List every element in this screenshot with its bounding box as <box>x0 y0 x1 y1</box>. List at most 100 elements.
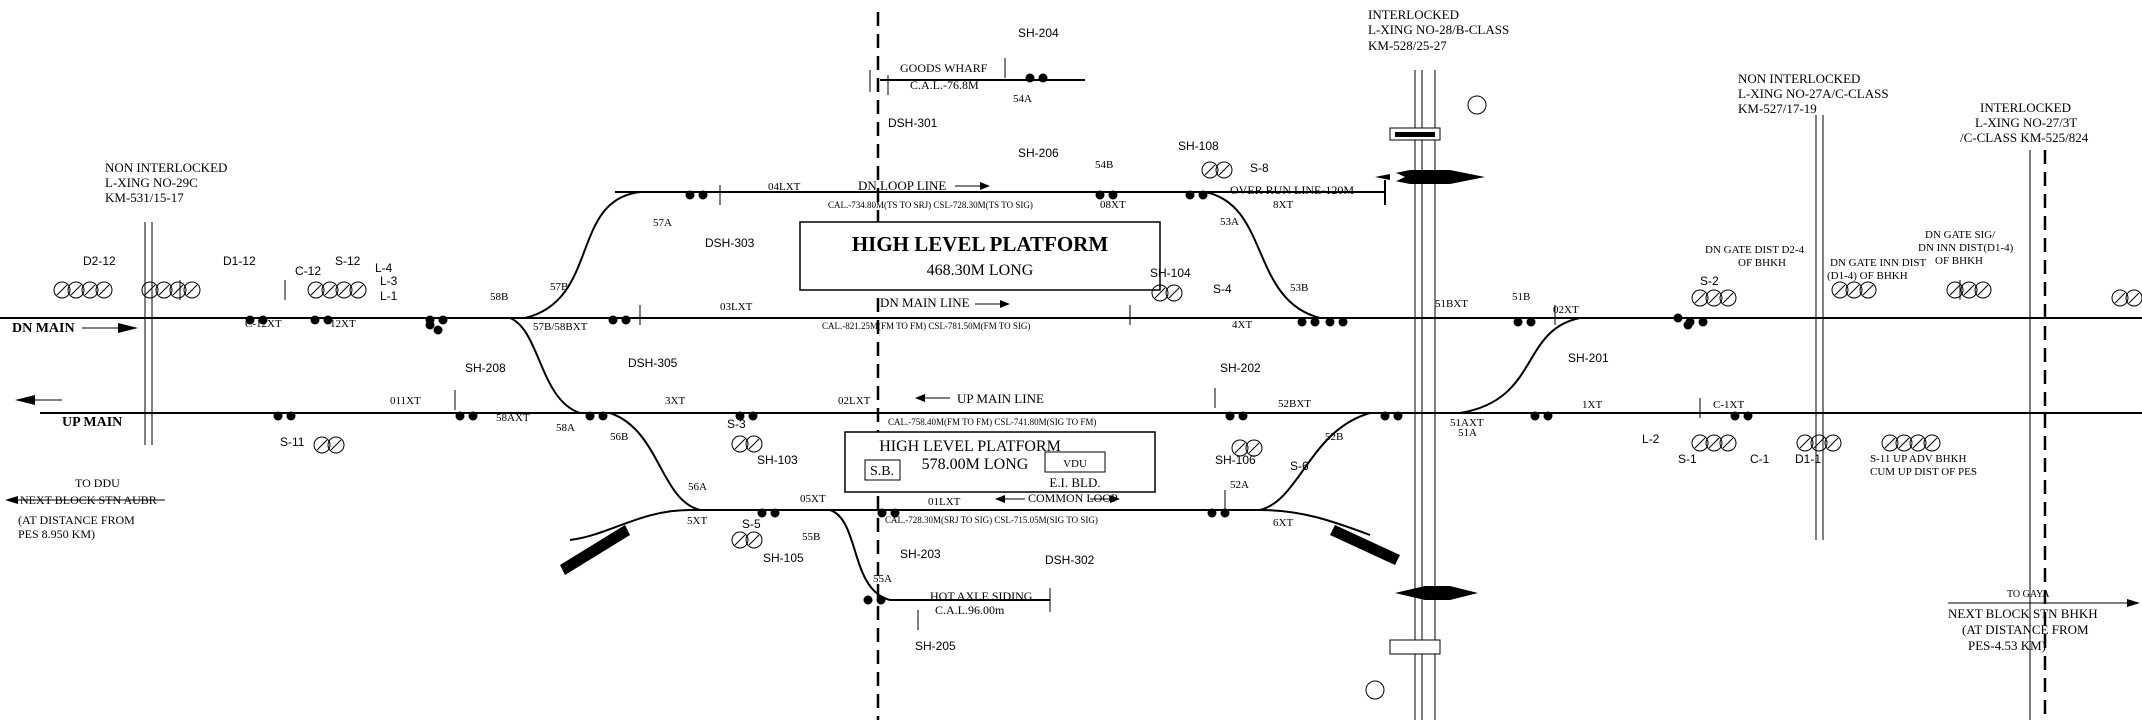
dn-main-line-label: DN MAIN LINE <box>880 295 970 310</box>
track-circuit-dot <box>273 411 283 421</box>
signal-label-sh-208: SH-208 <box>465 361 506 375</box>
track-circuit-dot <box>585 411 595 421</box>
track-circuit-dot <box>598 411 608 421</box>
signal-aspect-3-0 <box>1691 289 1709 307</box>
track-circuit-dot <box>323 315 333 325</box>
point-label-56a: 56A <box>688 481 707 493</box>
xing-left-l1: NON INTERLOCKED <box>105 160 227 175</box>
signal-aspect-2-3 <box>349 281 367 299</box>
signal-label-sh-206: SH-206 <box>1018 146 1059 160</box>
goods-wharf-label: GOODS WHARF <box>900 61 988 75</box>
signal-aspect-bar-4-2 <box>1862 284 1874 296</box>
xt-label-02lxt: 02LXT <box>838 395 871 407</box>
signal-aspect-14-0 <box>1691 434 1709 452</box>
signal-aspect-2-2 <box>335 281 353 299</box>
xing-top-l1: INTERLOCKED <box>1368 7 1459 22</box>
track-circuit-dot <box>1207 508 1217 518</box>
signal-aspect-10-1 <box>1245 439 1263 457</box>
signal-label-sh-106: SH-106 <box>1215 453 1256 467</box>
signal-aspect-bar-15-1 <box>1898 437 1910 449</box>
signal-label-sh-205: SH-205 <box>915 639 956 653</box>
crossover-57b <box>524 191 641 319</box>
signal-aspect-bar-1-2 <box>172 284 184 296</box>
signal-aspect-bar-11-0 <box>1154 287 1166 299</box>
signal-aspect-bar-13-2 <box>1827 437 1839 449</box>
signal-label-s-12: S-12 <box>335 254 361 268</box>
signal-label-sh-204: SH-204 <box>1018 26 1059 40</box>
dn-loop-measure: CAL.-734.80M(TS TO SRJ) CSL-728.30M(TS T… <box>828 200 1033 210</box>
signal-label-c-1: C-1 <box>1750 452 1770 466</box>
up-main-label: UP MAIN <box>62 415 122 430</box>
points: 57A57B58B57B/58BXT58A58AXT56A56B55A55B54… <box>490 93 1530 585</box>
right-nav-arrow-head <box>2127 599 2140 607</box>
signal-aspect-8-1 <box>745 435 763 453</box>
track-circuit-dot <box>863 595 873 605</box>
track-circuit-dot <box>1108 190 1118 200</box>
signal-label-s-4: S-4 <box>1213 282 1232 296</box>
signal-aspect-bar-14-0 <box>1694 437 1706 449</box>
boom-top <box>1375 170 1485 184</box>
signal-aspect-3-1 <box>1705 289 1723 307</box>
xing-r2-l1: INTERLOCKED <box>1980 100 2071 115</box>
signal-label-s-6: S-6 <box>1290 459 1309 473</box>
ei-label: E.I. BLD. <box>1049 475 1100 490</box>
track-circuit-dot <box>438 315 448 325</box>
signal-label-l-3: L-3 <box>380 274 398 288</box>
point-label-53b: 53B <box>1290 282 1308 294</box>
signal-label-d1-1: D1-1 <box>1795 452 1821 466</box>
signal-aspect-bar-3-2 <box>1722 292 1734 304</box>
track-circuit-dot <box>1220 508 1230 518</box>
right-nav-l1: TO GAYA <box>2007 589 2050 600</box>
track-circuit-dot <box>455 411 465 421</box>
xing-left-l2: L-XING NO-29C <box>105 175 198 190</box>
signal-label-s-11: S-11 <box>280 435 305 449</box>
common-loop-measure: CAL.-728.30M(SRJ TO SIG) CSL-715.05M(SIG… <box>885 515 1098 525</box>
signal-aspect-bar-15-2 <box>1912 437 1924 449</box>
point-label-52b: 52B <box>1325 431 1343 443</box>
note-of-bhkh2: OF BHKH <box>1935 255 1983 267</box>
signal-aspect-bar-15-0 <box>1884 437 1896 449</box>
track-circuit-dot <box>433 325 443 335</box>
signal-label-sh-201: SH-201 <box>1568 351 1609 365</box>
signal-aspect-3-2 <box>1719 289 1737 307</box>
signal-aspect-bar-3-1 <box>1708 292 1720 304</box>
xt-label-02xt: 02XT <box>1553 304 1579 316</box>
signal-label-c-12: C-12 <box>295 264 321 278</box>
xt-label-08xt: 08XT <box>1100 199 1126 211</box>
signal-aspect-4-0 <box>1831 281 1849 299</box>
xing-r1-l3: KM-527/17-19 <box>1738 101 1817 116</box>
signal-aspect-9-0 <box>731 531 749 549</box>
note-d1-4: (D1-4) OF BHKH <box>1827 270 1908 282</box>
point-label-54b: 54B <box>1095 159 1113 171</box>
signal-aspect-bar-2-1 <box>324 284 336 296</box>
point-label-52a: 52A <box>1230 479 1249 491</box>
point-label-58axt: 58AXT <box>496 412 530 424</box>
signal-label-dsh-305: DSH-305 <box>628 356 678 370</box>
boom-bottom <box>1395 586 1478 600</box>
crossover-56b <box>609 412 701 511</box>
track-circuit-dot <box>1297 317 1307 327</box>
sb-label: S.B. <box>870 464 894 479</box>
ramp-left <box>560 525 630 575</box>
xing-r2-l3: /C-CLASS KM-525/824 <box>1960 130 2089 145</box>
right-nav-l2: NEXT BLOCK STN BHKH <box>1948 606 2098 621</box>
track-circuit-dot <box>1225 411 1235 421</box>
signal-aspect-12-1 <box>1215 161 1233 179</box>
line-arrows <box>915 182 1120 503</box>
dn-main-line-arrow-head <box>1000 300 1010 308</box>
track-circuit-dot <box>1038 73 1048 83</box>
signal-aspect-bar-12-1 <box>1218 164 1230 176</box>
signal-label-d2-12: D2-12 <box>83 254 116 268</box>
track-circuit-dot <box>1683 320 1693 330</box>
note-s11: S-11 UP ADV BHKH <box>1870 453 1967 465</box>
dn-main-measure: CAL.-821.25M(FM TO FM) CSL-781.50M(FM TO… <box>822 321 1030 331</box>
signal-label-s-1: S-1 <box>1678 452 1697 466</box>
track-circuit-dot <box>310 315 320 325</box>
signal-label-sh-103: SH-103 <box>757 453 798 467</box>
xing-top: INTERLOCKED L-XING NO-28/B-CLASS KM-528/… <box>1368 7 1509 53</box>
xt-label-04lxt: 04LXT <box>768 181 801 193</box>
right-notes: DN GATE DIST D2-4 OF BHKH DN GATE INN DI… <box>1705 229 2014 478</box>
point-label-51axt: 51AXT <box>1450 417 1484 429</box>
signal-aspect-15-1 <box>1895 434 1913 452</box>
